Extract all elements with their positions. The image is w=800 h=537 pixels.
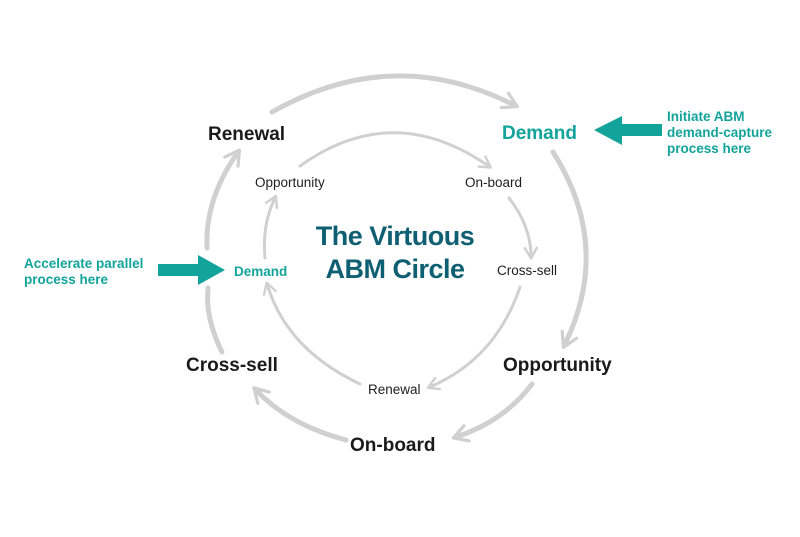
inner-arrow-onboard-to-crosssell [507, 196, 538, 260]
note-accelerate-parallel: Accelerate parallel process here [24, 256, 143, 288]
note-initiate-abm: Initiate ABM demand-capture process here [667, 109, 772, 157]
inner-arrow-crosssell-to-renewal [426, 285, 522, 391]
inner-arrow-demand-to-opportunity [262, 194, 279, 260]
outer-arrow-renewal-to-demand [269, 73, 519, 115]
inner-label-crosssell: Cross-sell [497, 263, 558, 278]
outer-arrow-onboard-to-crosssell [252, 386, 349, 443]
outer-label-crosssell: Cross-sell [186, 355, 278, 376]
outer-arrow-to-renewal [204, 148, 242, 251]
inner-label-renewal: Renewal [368, 382, 421, 397]
outer-label-opportunity: Opportunity [503, 355, 612, 376]
inner-label-demand: Demand [234, 264, 288, 279]
outer-arrow-crosssell-left-up [205, 285, 225, 355]
note-initiate-line-3: process here [667, 140, 752, 156]
outer-label-renewal: Renewal [208, 124, 286, 145]
inner-arrow-renewal-to-demand [262, 281, 362, 386]
outer-arrow-demand-to-opportunity [550, 149, 589, 350]
title-line-1: The Virtuous [315, 221, 475, 251]
note-initiate-line-2: demand-capture [667, 124, 773, 140]
title-line-2: ABM Circle [325, 253, 465, 284]
note-initiate-line-1: Initiate ABM [667, 109, 745, 124]
inner-label-onboard: On-board [465, 175, 523, 190]
note-accelerate-line-2: process here [24, 271, 109, 287]
outer-label-onboard: On-board [350, 435, 436, 456]
inner-label-opportunity: Opportunity [255, 175, 325, 190]
diagram-title: The Virtuous ABM Circle [300, 220, 490, 286]
teal-arrow-right [594, 116, 662, 145]
outer-label-demand: Demand [502, 123, 577, 144]
note-accelerate-line-1: Accelerate parallel [24, 256, 144, 271]
inner-arrow-opportunity-to-onboard [298, 131, 492, 169]
outer-arrow-opportunity-to-onboard [451, 381, 535, 443]
teal-arrow-left [158, 255, 225, 285]
